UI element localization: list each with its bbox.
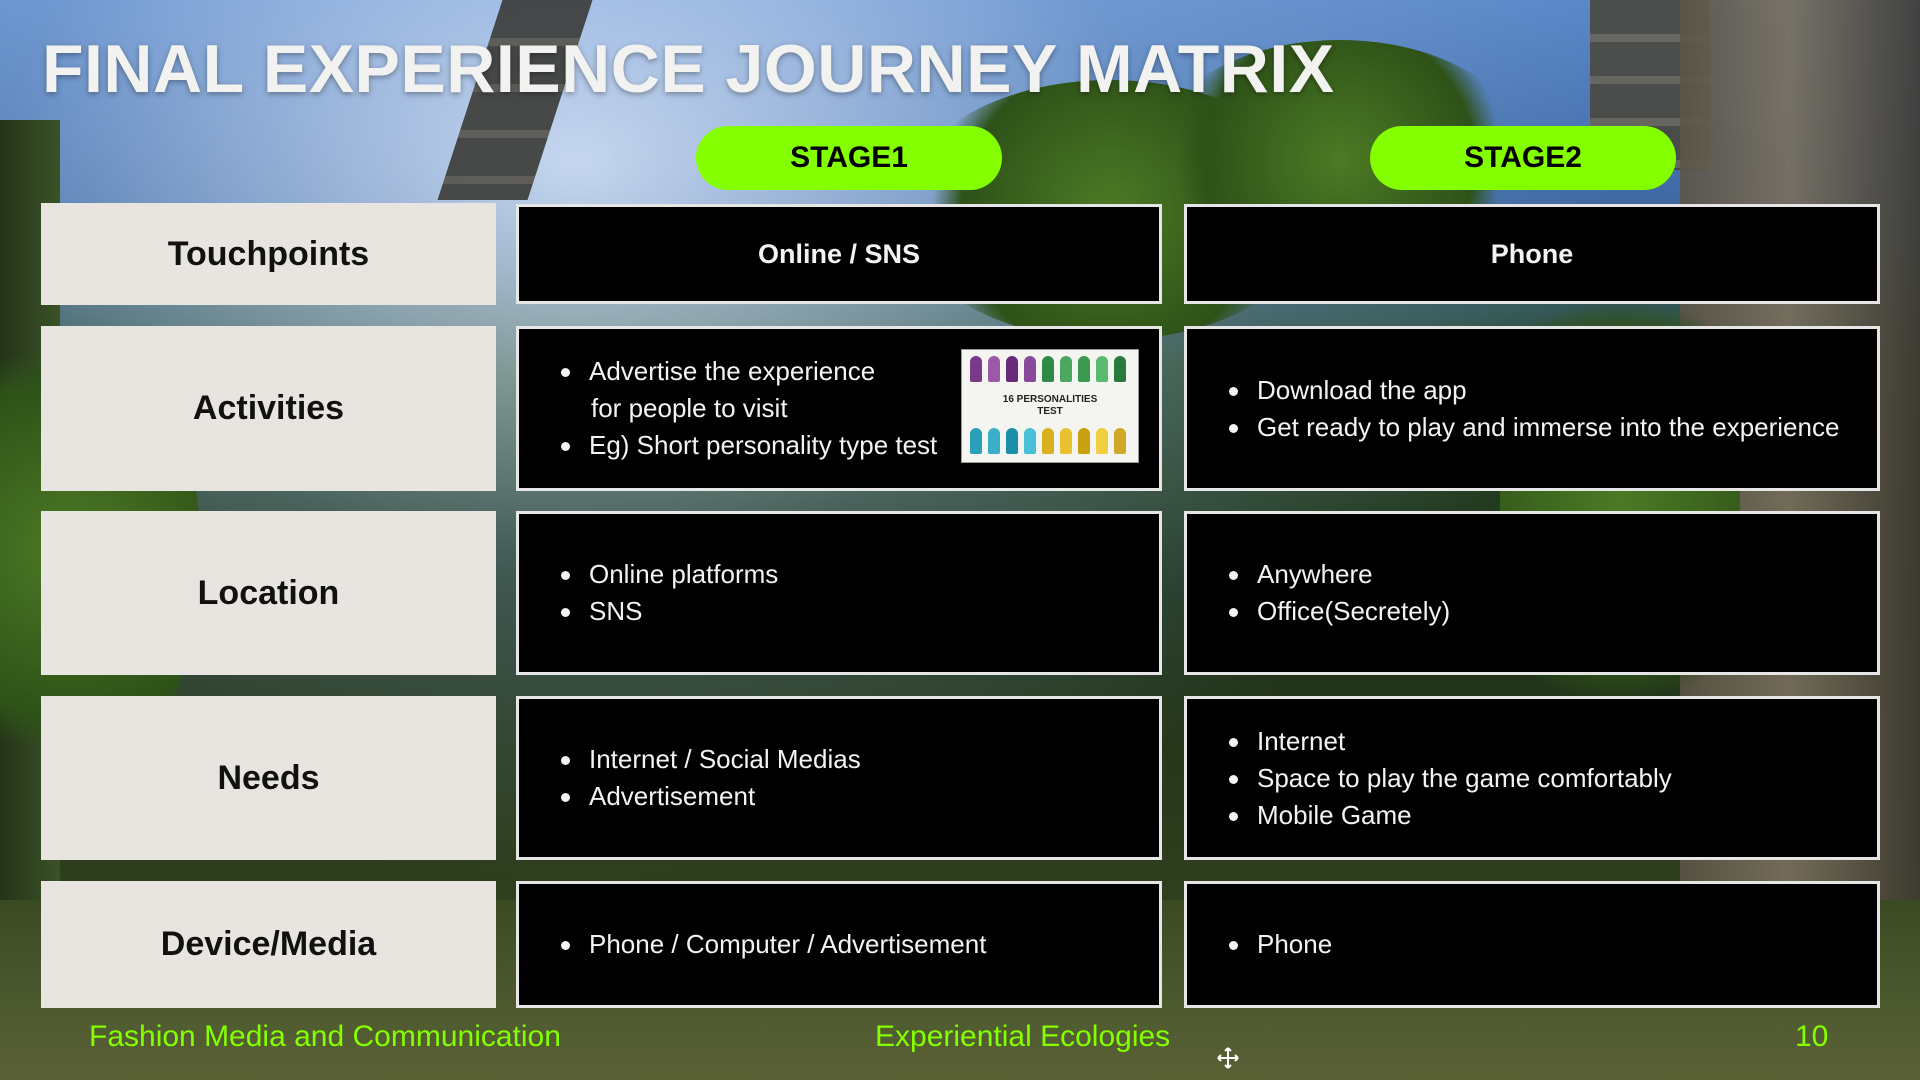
list-item: Phone / Computer / Advertisement: [559, 926, 986, 963]
list-item: Phone: [1227, 926, 1332, 963]
row-label-device-media: Device/Media: [41, 881, 496, 1008]
list-item: Eg) Short personality type test: [559, 427, 937, 464]
activities-stage1-list: Advertise the experience for people to v…: [519, 353, 937, 464]
row-label-touchpoints: Touchpoints: [41, 203, 496, 305]
stage2-header: STAGE2: [1370, 126, 1676, 190]
list-item: Internet / Social Medias: [559, 741, 861, 778]
row-label-activities: Activities: [41, 326, 496, 491]
stage1-header: STAGE1: [696, 126, 1002, 190]
cell-device-stage1: Phone / Computer / Advertisement: [516, 881, 1162, 1008]
device-stage2-list: Phone: [1187, 926, 1332, 963]
list-item: Get ready to play and immerse into the e…: [1227, 409, 1839, 446]
list-item: Office(Secretely): [1227, 593, 1450, 630]
cell-needs-stage1: Internet / Social Medias Advertisement: [516, 696, 1162, 860]
list-item: Advertisement: [559, 778, 861, 815]
thumb-subtitle: TEST: [1037, 406, 1063, 417]
needs-stage2-list: Internet Space to play the game comforta…: [1187, 723, 1672, 834]
page-title: FINAL EXPERIENCE JOURNEY MATRIX: [42, 31, 1335, 107]
needs-stage1-list: Internet / Social Medias Advertisement: [519, 741, 861, 815]
list-item: Advertise the experience for people to v…: [559, 353, 937, 427]
activities-stage2-list: Download the app Get ready to play and i…: [1187, 372, 1839, 446]
cell-needs-stage2: Internet Space to play the game comforta…: [1184, 696, 1880, 860]
footer-course-name: Fashion Media and Communication: [89, 1020, 561, 1053]
list-item: Download the app: [1227, 372, 1839, 409]
row-label-needs: Needs: [41, 696, 496, 860]
list-item: Anywhere: [1227, 556, 1450, 593]
cell-location-stage1: Online platforms SNS: [516, 511, 1162, 675]
location-stage2-list: Anywhere Office(Secretely): [1187, 556, 1450, 630]
cell-activities-stage2: Download the app Get ready to play and i…: [1184, 326, 1880, 491]
cell-location-stage2: Anywhere Office(Secretely): [1184, 511, 1880, 675]
move-cursor-icon: [1217, 1047, 1239, 1069]
row-label-location: Location: [41, 511, 496, 675]
list-item: Mobile Game: [1227, 797, 1672, 834]
list-item: Space to play the game comfortably: [1227, 760, 1672, 797]
list-item-continuation: for people to visit: [591, 393, 788, 423]
cell-touchpoints-stage2: Phone: [1184, 204, 1880, 304]
device-stage1-list: Phone / Computer / Advertisement: [519, 926, 986, 963]
page-number: 10: [1795, 1020, 1829, 1053]
list-item-text: Advertise the experience: [589, 356, 876, 386]
personality-test-image: 16 PERSONALITIES TEST: [961, 349, 1139, 463]
thumb-title: 16 PERSONALITIES: [1002, 394, 1098, 405]
cell-touchpoints-stage1: Online / SNS: [516, 204, 1162, 304]
cell-device-stage2: Phone: [1184, 881, 1880, 1008]
cell-activities-stage1: Advertise the experience for people to v…: [516, 326, 1162, 491]
list-item: Online platforms: [559, 556, 778, 593]
footer-module-name: Experiential Ecologies: [875, 1020, 1171, 1053]
location-stage1-list: Online platforms SNS: [519, 556, 778, 630]
list-item: Internet: [1227, 723, 1672, 760]
list-item: SNS: [559, 593, 778, 630]
